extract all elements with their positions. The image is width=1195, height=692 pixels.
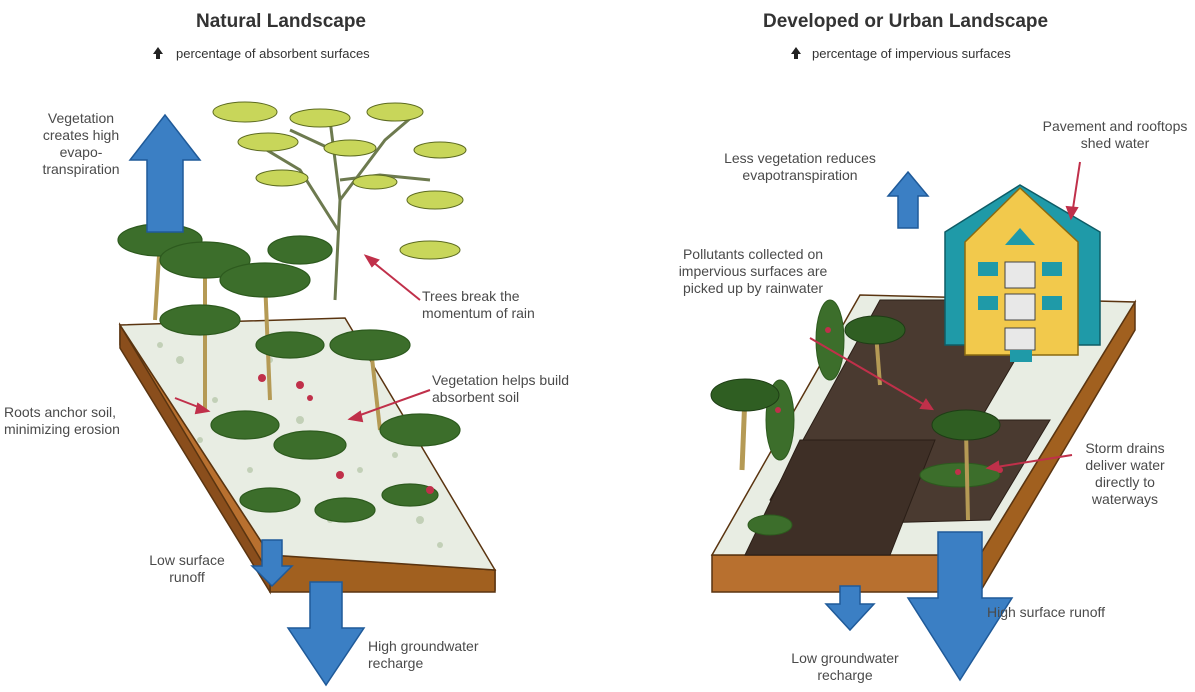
label-natural-recharge: High groundwater recharge [368,638,479,671]
label-natural-runoff: Low surface runoff [149,552,225,585]
natural-runoff-arrow [250,539,294,588]
label-natural-trees: Trees break the momentum of rain [422,288,535,321]
label-urban-pollutants: Pollutants collected on impervious surfa… [678,246,828,296]
label-urban-recharge: Low groundwater recharge [791,650,899,683]
natural-title: Natural Landscape [196,11,366,32]
urban-evapo-arrow [886,170,930,229]
label-natural-roots: Roots anchor soil, minimizing erosion [4,404,120,437]
natural-subtitle: percentage of absorbent surfaces [176,46,370,61]
urban-recharge-arrow [824,585,876,632]
natural-subtitle-up-icon [153,47,163,59]
label-urban-runoff: High surface runoff [986,604,1106,620]
urban-title: Developed or Urban Landscape [763,11,1049,32]
natural-soil-left-edge [119,322,271,595]
urban-road [744,439,936,556]
urban-runoff-arrow [906,531,1014,682]
label-urban-drains: Storm drains deliver water directly to w… [1085,440,1165,507]
label-urban-evapo: Less vegetation reduces evapotranspirati… [724,150,876,183]
urban-landscape-illustration [710,161,1137,682]
natural-recharge-arrow [286,581,366,687]
label-natural-evapo: Vegetation creates high evapo-transpirat… [42,110,120,177]
urban-building [944,184,1101,362]
urban-subtitle: percentage of impervious surfaces [812,46,1011,61]
urban-subtitle-up-icon [791,47,801,59]
label-natural-soil: Vegetation helps build absorbent soil [432,372,569,405]
natural-evapo-arrow [128,113,202,233]
label-urban-pavement: Pavement and rooftops shed water [1042,118,1188,151]
natural-landscape-illustration [117,101,497,687]
